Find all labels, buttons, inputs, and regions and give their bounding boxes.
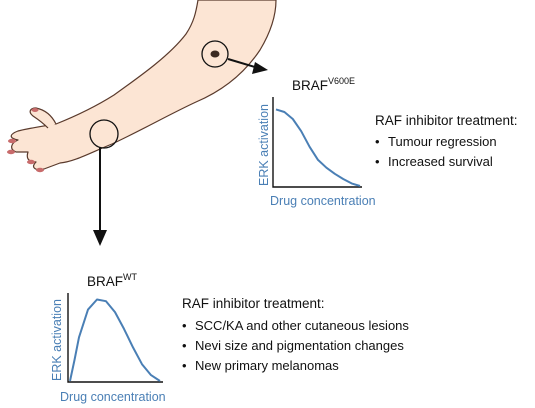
wildtype-chart (67, 293, 163, 383)
wildtype-gene-name: BRAF (87, 274, 124, 289)
list-item: SCC/KA and other cutaneous lesions (182, 316, 409, 336)
arrow-to-wildtype-panel (93, 147, 107, 246)
tumour-site-marker (201, 40, 229, 68)
list-item: Tumour regression (375, 132, 497, 152)
mutant-erk-curve (275, 108, 361, 187)
mutant-treatment-heading: RAF inhibitor treatment: (375, 113, 518, 128)
mutant-axes (272, 97, 362, 188)
thumb-outline (29, 107, 57, 129)
arm-upper-outline (10, 0, 277, 171)
fingernail-icon (7, 149, 15, 155)
wildtype-y-axis-label: ERK activation (50, 299, 64, 381)
wildtype-x-axis-label: Drug concentration (60, 390, 166, 404)
wildtype-erk-curve (69, 298, 161, 382)
fingernail-icon (36, 167, 44, 173)
wildtype-gene-label: BRAFWT (87, 272, 138, 289)
fingernail-icon (27, 159, 35, 165)
normal-skin-site-marker (89, 119, 119, 149)
skin-lesion-icon (210, 50, 220, 58)
mutant-allele: V600E (328, 76, 356, 86)
list-item: New primary melanomas (182, 356, 409, 376)
arrow-head-icon (252, 62, 268, 74)
arm-illustration (7, 0, 277, 173)
mutant-gene-label: BRAFV600E (292, 76, 356, 93)
list-item: Nevi size and pigmentation changes (182, 336, 409, 356)
fingernail-icon (8, 138, 16, 144)
wildtype-treatment-heading: RAF inhibitor treatment: (182, 296, 325, 311)
fingernail-icon (31, 108, 39, 112)
mutant-x-axis-label: Drug concentration (270, 194, 376, 208)
mutant-gene-name: BRAF (292, 78, 329, 93)
wildtype-effects-list: SCC/KA and other cutaneous lesions Nevi … (182, 316, 409, 376)
arrow-head-icon (93, 230, 107, 246)
mutant-chart (272, 97, 362, 188)
wildtype-allele: WT (123, 272, 138, 282)
arrow-to-mutant-panel (227, 58, 268, 74)
mutant-effects-list: Tumour regression Increased survival (375, 132, 497, 172)
mutant-y-axis-label: ERK activation (257, 104, 271, 186)
list-item: Increased survival (375, 152, 497, 172)
wildtype-axes (67, 293, 163, 383)
